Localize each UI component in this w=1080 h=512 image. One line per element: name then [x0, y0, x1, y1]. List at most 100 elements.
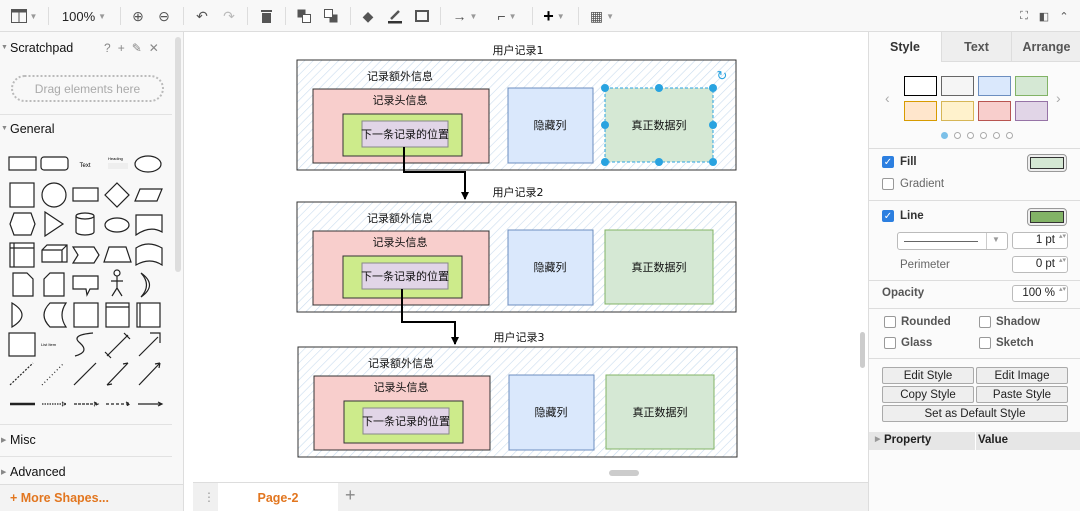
line-color-button[interactable]: [1027, 208, 1067, 226]
opacity-label: Opacity: [882, 287, 925, 299]
edit-style-button[interactable]: Edit Style: [882, 367, 974, 384]
connector-shape: [138, 401, 164, 407]
shadow-icon[interactable]: [412, 6, 432, 26]
swimlane-shape: [136, 302, 161, 328]
fill-color-icon[interactable]: ◆: [362, 7, 374, 24]
line-color-icon[interactable]: [385, 6, 405, 26]
canvas-horizontal-scrollbar[interactable]: [609, 470, 639, 476]
misc-header[interactable]: ▶Misc: [1, 433, 36, 447]
line-checkbox[interactable]: ✓: [882, 210, 894, 222]
arrow-shape: [138, 332, 161, 357]
set-default-style-button[interactable]: Set as Default Style: [882, 405, 1068, 422]
style-swatch[interactable]: [941, 76, 974, 96]
paste-style-button[interactable]: Paste Style: [976, 386, 1068, 403]
collapse-icon[interactable]: ⌃: [1059, 10, 1069, 23]
page-menu-icon[interactable]: ⋮: [203, 490, 215, 504]
property-table-header[interactable]: ▶ Property Value: [869, 432, 1080, 450]
more-shapes-button[interactable]: + More Shapes...: [0, 484, 183, 511]
style-swatch[interactable]: [941, 101, 974, 121]
style-swatch[interactable]: [1015, 76, 1048, 96]
help-icon[interactable]: ?: [104, 41, 111, 55]
expand-icon: ▶: [875, 436, 881, 443]
hidden-column-box: [507, 87, 594, 164]
waypoints-icon[interactable]: ⌐▼: [497, 8, 517, 24]
general-header[interactable]: ▼General: [1, 122, 55, 136]
style-swatch[interactable]: [1015, 101, 1048, 121]
step-shape: [71, 246, 100, 264]
chevron-right-icon[interactable]: ›: [1056, 90, 1061, 106]
tab-text[interactable]: Text: [941, 32, 1011, 62]
property-column: Property: [884, 434, 932, 446]
format-panel-toggle-icon[interactable]: ◧: [1038, 10, 1050, 23]
fullscreen-icon[interactable]: ⛶: [1020, 9, 1028, 22]
sketch-checkbox[interactable]: [979, 337, 991, 349]
page-tabs-bar: ⋮ Page-2 +: [193, 482, 868, 512]
connection-icon[interactable]: →▼: [452, 8, 478, 24]
tab-style[interactable]: Style: [869, 32, 941, 62]
page-tab[interactable]: Page-2: [218, 483, 338, 512]
to-back-icon[interactable]: [321, 6, 341, 26]
insert-plus-icon[interactable]: +▼: [543, 5, 565, 26]
copy-style-button[interactable]: Copy Style: [882, 386, 974, 403]
scratchpad-header[interactable]: ▼Scratchpad: [1, 41, 74, 55]
bidirectional-connector-shape: [106, 362, 129, 386]
sidebar-scrollbar[interactable]: [175, 37, 181, 272]
process-shape: [72, 187, 99, 202]
to-front-icon[interactable]: [294, 6, 314, 26]
hidden-column-label: 隐藏列: [534, 260, 567, 274]
perimeter-input[interactable]: 0 pt: [1012, 256, 1068, 273]
stored-data-shape: [43, 302, 68, 328]
zoom-out-icon[interactable]: ⊖: [158, 7, 170, 24]
shadow-checkbox[interactable]: [979, 316, 991, 328]
advanced-header[interactable]: ▶Advanced: [1, 465, 66, 479]
line-width-input[interactable]: 1 pt: [1012, 232, 1068, 249]
line-label: Line: [900, 210, 924, 222]
add-page-icon[interactable]: +: [345, 485, 356, 505]
delay-shape: [11, 301, 23, 329]
internal-storage-lines: [10, 243, 34, 267]
list-shape: [8, 332, 36, 357]
add-icon[interactable]: +: [117, 41, 125, 55]
fill-checkbox[interactable]: ✓: [882, 156, 894, 168]
edit-icon[interactable]: ✎: [131, 41, 142, 55]
style-swatch[interactable]: [978, 76, 1011, 96]
gradient-checkbox[interactable]: [882, 178, 894, 190]
fill-color-button[interactable]: [1027, 154, 1067, 172]
triangle-shape: [44, 210, 65, 238]
edit-image-button[interactable]: Edit Image: [976, 367, 1068, 384]
delete-icon[interactable]: [256, 6, 276, 26]
user-record: 用户记录1记录额外信息记录头信息下一条记录的位置隐藏列真正数据列↻: [296, 43, 737, 171]
moon-shape: [140, 272, 151, 298]
redo-icon[interactable]: ↷: [223, 7, 235, 24]
data-column-label: 真正数据列: [632, 118, 687, 132]
dashed-line-shape: [9, 362, 34, 386]
glass-checkbox[interactable]: [884, 337, 896, 349]
style-swatch[interactable]: [978, 101, 1011, 121]
scratchpad-drop-zone[interactable]: Drag elements here: [11, 75, 164, 102]
heading-lines: [108, 163, 128, 169]
view-panels-button[interactable]: ▼: [8, 6, 40, 26]
record-title: 用户记录1: [493, 43, 544, 57]
style-swatch[interactable]: [904, 76, 937, 96]
zoom-in-icon[interactable]: ⊕: [132, 7, 144, 24]
tab-arrange[interactable]: Arrange: [1011, 32, 1080, 62]
glass-label: Glass: [901, 337, 933, 349]
hidden-column-label: 隐藏列: [535, 405, 568, 419]
extra-info-label: 记录额外信息: [367, 211, 433, 225]
rounded-label: Rounded: [901, 316, 951, 328]
selection-handle: [601, 121, 609, 129]
style-swatch[interactable]: [904, 101, 937, 121]
zoom-dropdown[interactable]: 100%▼: [61, 8, 107, 24]
undo-icon[interactable]: ↶: [196, 7, 208, 24]
parallelogram-shape: [134, 188, 163, 202]
opacity-input[interactable]: 100 %: [1012, 285, 1068, 302]
close-icon[interactable]: ✕: [148, 41, 159, 55]
heading-shape: Heading: [108, 156, 123, 161]
rounded-checkbox[interactable]: [884, 316, 896, 328]
chevron-left-icon[interactable]: ‹: [885, 90, 890, 106]
text-shape: Text: [79, 163, 90, 169]
line-pattern-dropdown[interactable]: ▼: [897, 232, 1008, 250]
canvas-vertical-scrollbar[interactable]: [860, 332, 865, 368]
table-icon[interactable]: ▦▼: [589, 7, 615, 24]
